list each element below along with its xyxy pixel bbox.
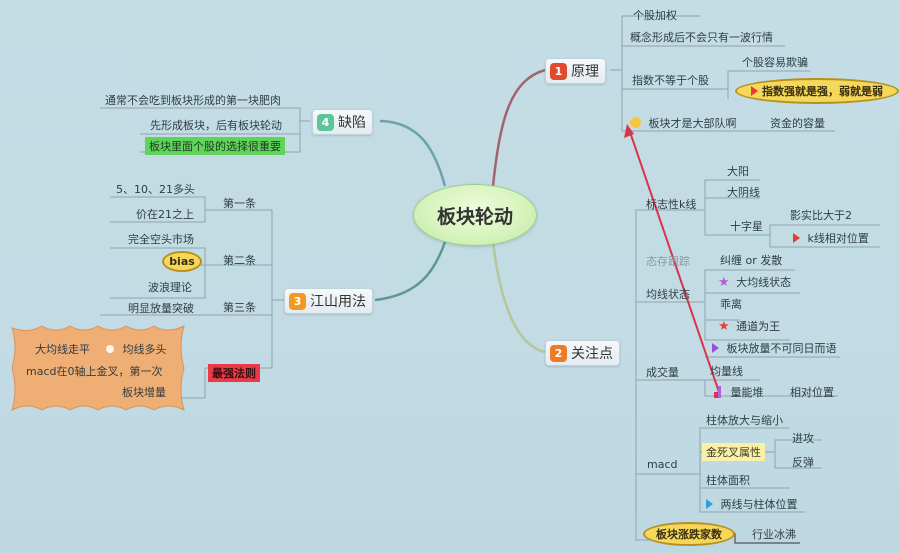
flag-icon xyxy=(706,499,713,509)
node-sector-increase[interactable]: 板块增量 xyxy=(122,386,166,399)
node-big-yang[interactable]: 大阳 xyxy=(727,165,749,178)
central-topic-label: 板块轮动 xyxy=(436,205,513,228)
branch-label: 缺陷 xyxy=(338,115,366,131)
node-stock-deceive[interactable]: 个股容易欺骗 xyxy=(742,56,808,69)
node-index-not-stock[interactable]: 指数不等于个股 xyxy=(632,74,709,87)
node-big-ma-state[interactable]: ★ 大均线状态 xyxy=(718,275,792,290)
node-macd-golden-cross[interactable]: macd在0轴上金叉，第一次 xyxy=(26,365,163,378)
node-ma-bullish[interactable]: 均线多头 xyxy=(106,343,167,357)
node-sector-first[interactable]: 先形成板块，后有板块轮动 xyxy=(150,119,282,132)
node-ma-state[interactable]: 均线状态 xyxy=(646,288,690,301)
node-faint-note: 态存跟踪 xyxy=(646,255,690,268)
node-bear-market[interactable]: 完全空头市场 xyxy=(128,233,194,246)
node-strongest-rule[interactable]: 最强法则 xyxy=(208,364,260,382)
node-sector-army[interactable]: 板块才是大部队啊 xyxy=(630,117,737,131)
flag-icon xyxy=(793,233,800,243)
node-rule-two[interactable]: 第二条 xyxy=(223,254,256,267)
node-tangle-diverge[interactable]: 纠缠 or 发散 xyxy=(720,254,783,267)
number-badge-2: 2 xyxy=(550,344,567,362)
node-rebound[interactable]: 反弹 xyxy=(792,456,814,469)
star-icon-purple: ★ xyxy=(718,275,730,290)
node-bias[interactable]: bias xyxy=(162,251,202,272)
node-doji[interactable]: 十字星 xyxy=(730,220,763,233)
node-avg-volume-line[interactable]: 均量线 xyxy=(710,365,743,378)
node-deviation[interactable]: 乖离 xyxy=(720,298,742,311)
number-badge-4: 4 xyxy=(317,113,334,131)
node-channel-king[interactable]: ★ 通道为王 xyxy=(718,319,781,334)
node-key-kline[interactable]: 标志性k线 xyxy=(646,198,697,211)
number-badge-3: 3 xyxy=(289,292,306,310)
branch-1-principle[interactable]: 1 原理 xyxy=(545,58,606,84)
node-big-yin[interactable]: 大阴线 xyxy=(727,186,760,199)
node-volume-breakout[interactable]: 明显放量突破 xyxy=(128,302,194,315)
branch-label: 原理 xyxy=(571,64,599,80)
number-badge-1: 1 xyxy=(550,62,567,80)
node-sector-volume[interactable]: 板块放量不可同日而语 xyxy=(712,342,837,356)
node-big-ma-flat[interactable]: 大均线走平 xyxy=(35,343,90,356)
node-macd[interactable]: macd xyxy=(647,458,678,471)
node-lines-bar-position[interactable]: 两线与柱体位置 xyxy=(706,498,798,512)
exclamation-icon xyxy=(718,386,721,398)
node-ma-bull[interactable]: 5、10、21多头 xyxy=(116,183,195,196)
node-cross-attribute[interactable]: 金死叉属性 xyxy=(702,443,765,461)
node-capital-capacity[interactable]: 资金的容量 xyxy=(770,117,825,130)
node-kline-position[interactable]: k线相对位置 xyxy=(793,232,869,246)
branch-4-flaws[interactable]: 4 缺陷 xyxy=(312,109,373,135)
node-bar-area[interactable]: 柱体面积 xyxy=(706,474,750,487)
flag-icon xyxy=(712,343,719,353)
node-rule-three[interactable]: 第三条 xyxy=(223,301,256,314)
branch-label: 江山用法 xyxy=(310,294,366,310)
node-concept[interactable]: 概念形成后不会只有一波行情 xyxy=(630,31,773,44)
node-shadow-ratio[interactable]: 影实比大于2 xyxy=(790,209,852,222)
branch-3-usage[interactable]: 3 江山用法 xyxy=(284,288,373,314)
node-no-first-profit[interactable]: 通常不会吃到板块形成的第一块肥肉 xyxy=(105,94,281,107)
node-bar-size[interactable]: 柱体放大与缩小 xyxy=(706,414,783,427)
node-stock-weight[interactable]: 个股加权 xyxy=(633,9,677,22)
smiley-icon xyxy=(630,117,641,128)
branch-2-focus[interactable]: 2 关注点 xyxy=(545,340,620,366)
node-wave-theory[interactable]: 波浪理论 xyxy=(148,281,192,294)
central-topic[interactable]: 板块轮动 xyxy=(413,184,537,246)
callout-boundary xyxy=(11,325,185,411)
node-volume-pile[interactable]: 量能堆 xyxy=(718,386,764,400)
dot-icon xyxy=(106,345,114,353)
branch-label: 关注点 xyxy=(571,346,613,362)
node-price-above-21[interactable]: 价在21之上 xyxy=(136,208,194,221)
node-rule-one[interactable]: 第一条 xyxy=(223,197,256,210)
node-relative-position[interactable]: 相对位置 xyxy=(790,386,834,399)
node-attack[interactable]: 进攻 xyxy=(792,432,814,445)
flag-icon xyxy=(751,86,758,96)
node-stock-selection[interactable]: 板块里面个股的选择很重要 xyxy=(145,137,285,155)
star-icon-red: ★ xyxy=(718,319,730,334)
node-volume[interactable]: 成交量 xyxy=(646,366,679,379)
node-industry-temperature[interactable]: 行业冰沸 xyxy=(752,528,796,541)
node-index-strong[interactable]: 指数强就是强，弱就是弱 xyxy=(735,78,899,104)
node-sector-advance-decline[interactable]: 板块涨跌家数 xyxy=(643,522,735,546)
